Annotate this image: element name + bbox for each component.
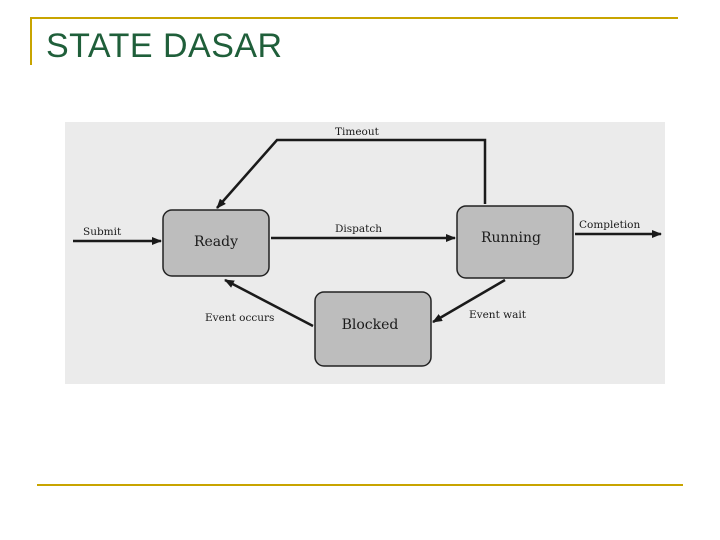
edge-event-occurs: [224, 278, 314, 328]
footer-rule: [37, 484, 683, 486]
edge-timeout: [216, 138, 487, 209]
node-ready: [162, 209, 270, 277]
edge-event-wait: [432, 278, 506, 324]
edge-completion-label: Completion: [579, 219, 641, 231]
title-top-rule: [30, 17, 678, 19]
edge-event-occurs-label: Event occurs: [205, 312, 274, 324]
slide-title: STATE DASAR: [46, 27, 283, 65]
node-ready-label: Ready: [194, 234, 238, 250]
title-left-rule: [30, 17, 32, 65]
node-blocked: [314, 291, 432, 367]
node-running-label: Running: [481, 230, 541, 246]
edge-event-wait-label: Event wait: [469, 309, 527, 321]
node-blocked-label: Blocked: [342, 317, 399, 333]
edge-timeout-label: Timeout: [335, 126, 380, 138]
node-running: [456, 205, 574, 279]
state-diagram-image: Ready Running Blocked Submit Dispatch Co…: [65, 122, 665, 384]
edge-submit-label: Submit: [83, 226, 122, 238]
state-diagram: Ready Running Blocked Submit Dispatch Co…: [73, 126, 662, 367]
edge-dispatch-label: Dispatch: [335, 223, 382, 235]
